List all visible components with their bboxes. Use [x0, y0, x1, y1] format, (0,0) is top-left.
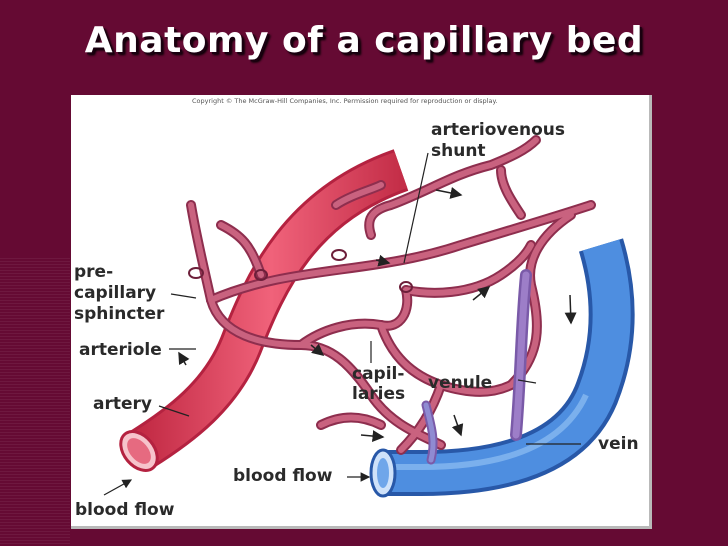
- label-venule: venule: [428, 373, 493, 393]
- copyright-notice: Copyright © The McGraw-Hill Companies, I…: [192, 97, 498, 105]
- label-artery: artery: [93, 394, 152, 414]
- label-blood-flow-bottom: blood flow: [233, 466, 333, 486]
- label-capillary: capillary: [74, 283, 157, 303]
- label-vein: vein: [598, 434, 639, 454]
- capillary-network: [186, 135, 596, 465]
- capillary-bed-illustration: [103, 135, 635, 498]
- label-shunt: shunt: [431, 141, 486, 161]
- label-arteriole: arteriole: [79, 340, 162, 360]
- label-arteriovenous: arteriovenous: [431, 120, 566, 140]
- slide-title: Anatomy of a capillary bed: [84, 20, 644, 61]
- label-sphincter: sphincter: [74, 304, 165, 324]
- leader-lines: [103, 152, 581, 496]
- label-laries: laries: [352, 384, 406, 404]
- vein-vessel: [369, 238, 635, 498]
- label-pre: pre-: [74, 262, 114, 282]
- flow-arrow-icon: [178, 187, 577, 443]
- label-blood-flow-left: blood flow: [75, 500, 175, 520]
- decorative-stripes: [0, 258, 70, 546]
- figure-panel: Copyright © The McGraw-Hill Companies, I…: [71, 95, 652, 529]
- label-capil: capil-: [352, 364, 405, 384]
